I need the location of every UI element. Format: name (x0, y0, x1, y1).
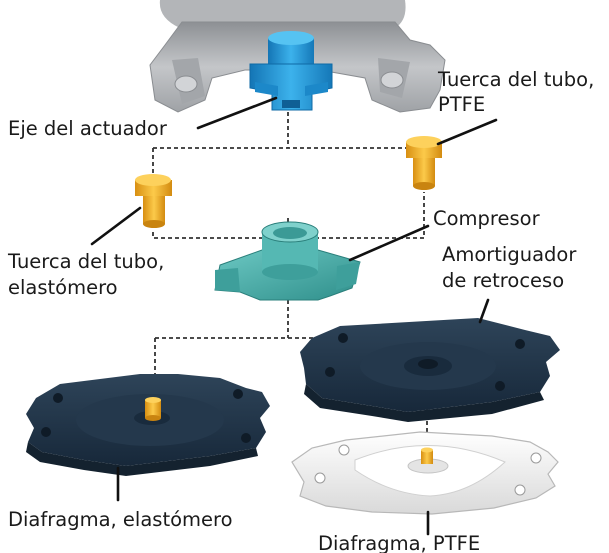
tube-nut-ptfe (406, 136, 442, 190)
diaphragm-ptfe (291, 431, 559, 515)
labels: Eje del actuador Tuerca del tubo, PTFE T… (7, 68, 594, 553)
tube-nut-elastomer (135, 174, 172, 228)
actuator-shaft (249, 31, 333, 111)
label-tube-nut-ptfe-line1: Tuerca del tubo, (437, 68, 594, 91)
label-tube-nut-ptfe-line2: PTFE (438, 93, 485, 116)
diaphragm-elastomer (26, 374, 270, 476)
compressor (214, 221, 361, 301)
label-diaphragm-elastomer: Diafragma, elastómero (8, 508, 233, 531)
label-backing-cushion-line2: de retroceso (442, 269, 564, 292)
label-compressor: Compresor (433, 207, 541, 230)
leader-lines (90, 96, 498, 536)
label-backing-cushion-line1: Amortiguador (442, 243, 577, 266)
label-diaphragm-ptfe: Diafragma, PTFE (318, 532, 480, 553)
label-tube-nut-elastomer-line1: Tuerca del tubo, (7, 250, 164, 273)
backing-cushion (300, 318, 560, 422)
label-tube-nut-elastomer-line2: elastómero (8, 276, 118, 299)
label-actuator-shaft: Eje del actuador (8, 117, 168, 140)
